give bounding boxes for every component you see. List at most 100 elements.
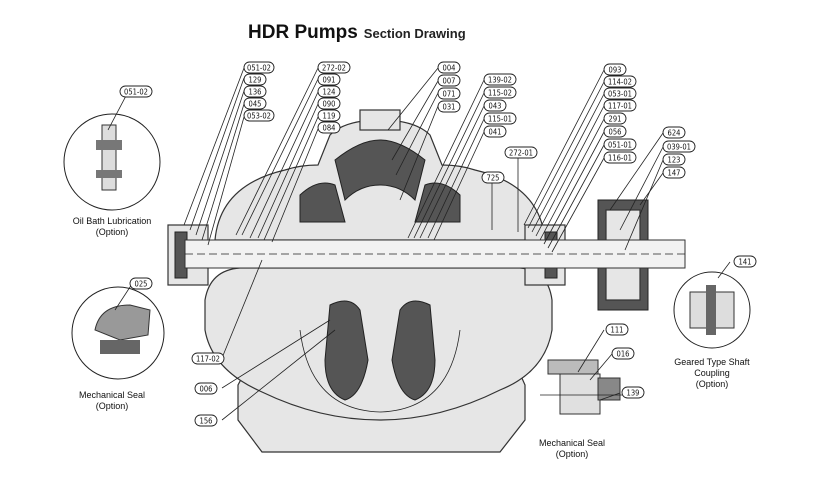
svg-text:725: 725 — [487, 174, 500, 183]
caption-geared-coupling: Geared Type Shaft — [674, 357, 750, 367]
svg-text:043: 043 — [489, 102, 502, 111]
svg-text:147: 147 — [668, 169, 681, 178]
tag-114-02: 114-02 — [603, 75, 637, 88]
drawing-title: HDR Pumps Section Drawing — [248, 22, 466, 44]
svg-text:053-02: 053-02 — [247, 112, 271, 121]
tag-025: 025 — [129, 277, 153, 290]
svg-text:272-01: 272-01 — [509, 149, 533, 158]
caption-mech-seal-left-option: (Option) — [96, 401, 129, 411]
tag-071: 071 — [437, 87, 461, 100]
svg-text:093: 093 — [609, 66, 622, 75]
svg-text:114-02: 114-02 — [608, 78, 632, 87]
caption-mech-seal-right-option: (Option) — [556, 449, 589, 459]
svg-text:111: 111 — [611, 326, 624, 335]
tag-123: 123 — [662, 153, 686, 166]
tag-093: 093 — [603, 63, 627, 76]
svg-text:123: 123 — [668, 156, 681, 165]
svg-text:141: 141 — [739, 258, 752, 267]
tag-004: 004 — [437, 61, 461, 74]
svg-text:016: 016 — [617, 350, 630, 359]
leader-lines — [107, 67, 731, 421]
svg-text:004: 004 — [443, 64, 456, 73]
tag-725: 725 — [481, 171, 505, 184]
svg-text:291: 291 — [609, 115, 622, 124]
tag-039-01: 039-01 — [662, 140, 696, 153]
tag-006: 006 — [194, 382, 218, 395]
svg-text:039-01: 039-01 — [667, 143, 691, 152]
tag-111: 111 — [605, 323, 629, 336]
svg-text:056: 056 — [609, 128, 622, 137]
svg-text:007: 007 — [443, 77, 456, 86]
svg-text:115-02: 115-02 — [488, 89, 512, 98]
svg-text:031: 031 — [443, 103, 456, 112]
tag-051-01: 051-01 — [603, 138, 637, 151]
svg-text:136: 136 — [249, 88, 262, 97]
tag-084: 084 — [317, 121, 341, 134]
tag-091: 091 — [317, 73, 341, 86]
title-sub: Section Drawing — [363, 26, 466, 41]
detail-mech-seal-right — [540, 359, 640, 415]
caption-oil-bath-option: (Option) — [96, 227, 129, 237]
tag-016: 016 — [611, 347, 635, 360]
tag-291: 291 — [603, 112, 627, 125]
svg-text:119: 119 — [323, 112, 336, 121]
title-main: HDR Pumps — [248, 22, 358, 43]
tag-051-02-detail: 051-02 — [119, 85, 153, 98]
tag-115-01: 115-01 — [483, 112, 517, 125]
svg-text:053-01: 053-01 — [608, 90, 632, 99]
svg-text:091: 091 — [323, 76, 336, 85]
svg-text:272-02: 272-02 — [322, 64, 346, 73]
svg-text:139-02: 139-02 — [488, 76, 512, 85]
tag-090: 090 — [317, 97, 341, 110]
caption-mech-seal-left: Mechanical Seal — [79, 390, 145, 400]
tag-043: 043 — [483, 99, 507, 112]
tag-147: 147 — [662, 166, 686, 179]
svg-text:117-02: 117-02 — [196, 355, 220, 364]
tag-041: 041 — [483, 125, 507, 138]
svg-text:051-02: 051-02 — [124, 88, 148, 97]
pump-casing — [167, 109, 686, 453]
svg-text:045: 045 — [249, 100, 262, 109]
svg-text:624: 624 — [668, 129, 681, 138]
svg-text:071: 071 — [443, 90, 456, 99]
tag-031: 031 — [437, 100, 461, 113]
tag-051-02: 051-02 — [243, 61, 275, 74]
tag-007: 007 — [437, 74, 461, 87]
tag-116-01: 116-01 — [603, 151, 637, 164]
svg-text:084: 084 — [323, 124, 336, 133]
svg-text:124: 124 — [323, 88, 336, 97]
tag-272-01: 272-01 — [504, 146, 538, 159]
detail-mech-seal-left — [71, 286, 165, 380]
tag-156: 156 — [194, 414, 218, 427]
tag-141: 141 — [733, 255, 757, 268]
tag-053-01: 053-01 — [603, 87, 637, 100]
svg-text:051-02: 051-02 — [247, 64, 271, 73]
tag-117-01: 117-01 — [603, 99, 637, 112]
tag-139: 139 — [621, 386, 645, 399]
tag-129: 129 — [243, 73, 267, 86]
caption-geared-coupling-option: (Option) — [696, 379, 729, 389]
tag-124: 124 — [317, 85, 341, 98]
svg-text:041: 041 — [489, 128, 502, 137]
svg-text:139: 139 — [627, 389, 640, 398]
tag-115-02: 115-02 — [483, 86, 517, 99]
tag-136: 136 — [243, 85, 267, 98]
svg-text:116-01: 116-01 — [608, 154, 632, 163]
tag-053-02: 053-02 — [243, 109, 275, 122]
caption-geared-coupling-2: Coupling — [694, 368, 730, 378]
tag-056: 056 — [603, 125, 627, 138]
svg-text:115-01: 115-01 — [488, 115, 512, 124]
caption-mech-seal-right: Mechanical Seal — [539, 438, 605, 448]
svg-text:051-01: 051-01 — [608, 141, 632, 150]
svg-text:156: 156 — [200, 417, 213, 426]
caption-oil-bath: Oil Bath Lubrication — [73, 216, 152, 226]
detail-oil-bath — [63, 113, 161, 211]
tag-624: 624 — [662, 126, 686, 139]
svg-text:090: 090 — [323, 100, 336, 109]
tag-119: 119 — [317, 109, 341, 122]
tag-139-02: 139-02 — [483, 73, 517, 86]
tag-045: 045 — [243, 97, 267, 110]
svg-text:117-01: 117-01 — [608, 102, 632, 111]
tag-117-02: 117-02 — [191, 352, 225, 365]
